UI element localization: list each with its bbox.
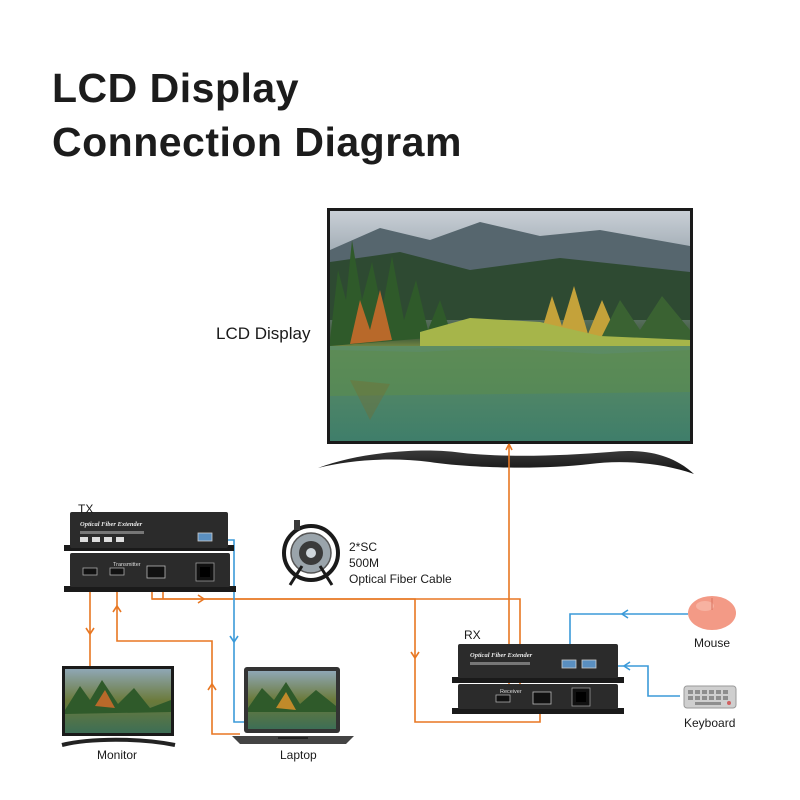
tx-top-brand: Optical Fiber Extender <box>80 521 143 528</box>
mouse-icon <box>688 596 736 630</box>
rx-top-brand: Optical Fiber Extender <box>470 652 533 659</box>
lcd-display-label: LCD Display <box>216 324 311 343</box>
laptop-icon <box>232 667 354 744</box>
rx-label: RX <box>464 628 481 642</box>
cable-arrow <box>620 609 629 619</box>
diagram-title-line-1: LCD Display <box>52 65 299 111</box>
cable-arrow <box>410 651 420 660</box>
tx-label: TX <box>78 502 94 516</box>
rx-front-label: Receiver <box>500 689 522 695</box>
monitor-label: Monitor <box>97 748 138 762</box>
tx-transmitter: Optical Fiber Extender Transmitter <box>64 512 236 592</box>
fiber-length-label: 500M <box>349 556 380 570</box>
fiber-name-label: Optical Fiber Cable <box>349 572 452 586</box>
diagram-title-line-2: Connection Diagram <box>52 119 462 165</box>
cable-arrow <box>112 604 122 613</box>
keyboard-label: Keyboard <box>684 716 736 730</box>
cable-arrow <box>85 627 95 636</box>
laptop-to-tx-cable <box>116 585 240 735</box>
cable-arrow <box>207 682 217 691</box>
cable-arrow <box>229 635 239 644</box>
cable-arrow <box>505 443 513 451</box>
keyboard-icon <box>683 685 737 709</box>
cable-arrow <box>622 661 631 671</box>
mouse-label: Mouse <box>694 636 731 650</box>
rx-receiver: Optical Fiber Extender Receiver <box>452 644 624 714</box>
fiber-count-label: 2*SC <box>349 540 378 554</box>
tx-front-label: Transmitter <box>113 562 141 568</box>
laptop-label: Laptop <box>280 748 317 762</box>
monitor-icon <box>61 666 176 747</box>
optical-fiber-reel <box>282 520 340 586</box>
lcd-display <box>318 208 694 474</box>
